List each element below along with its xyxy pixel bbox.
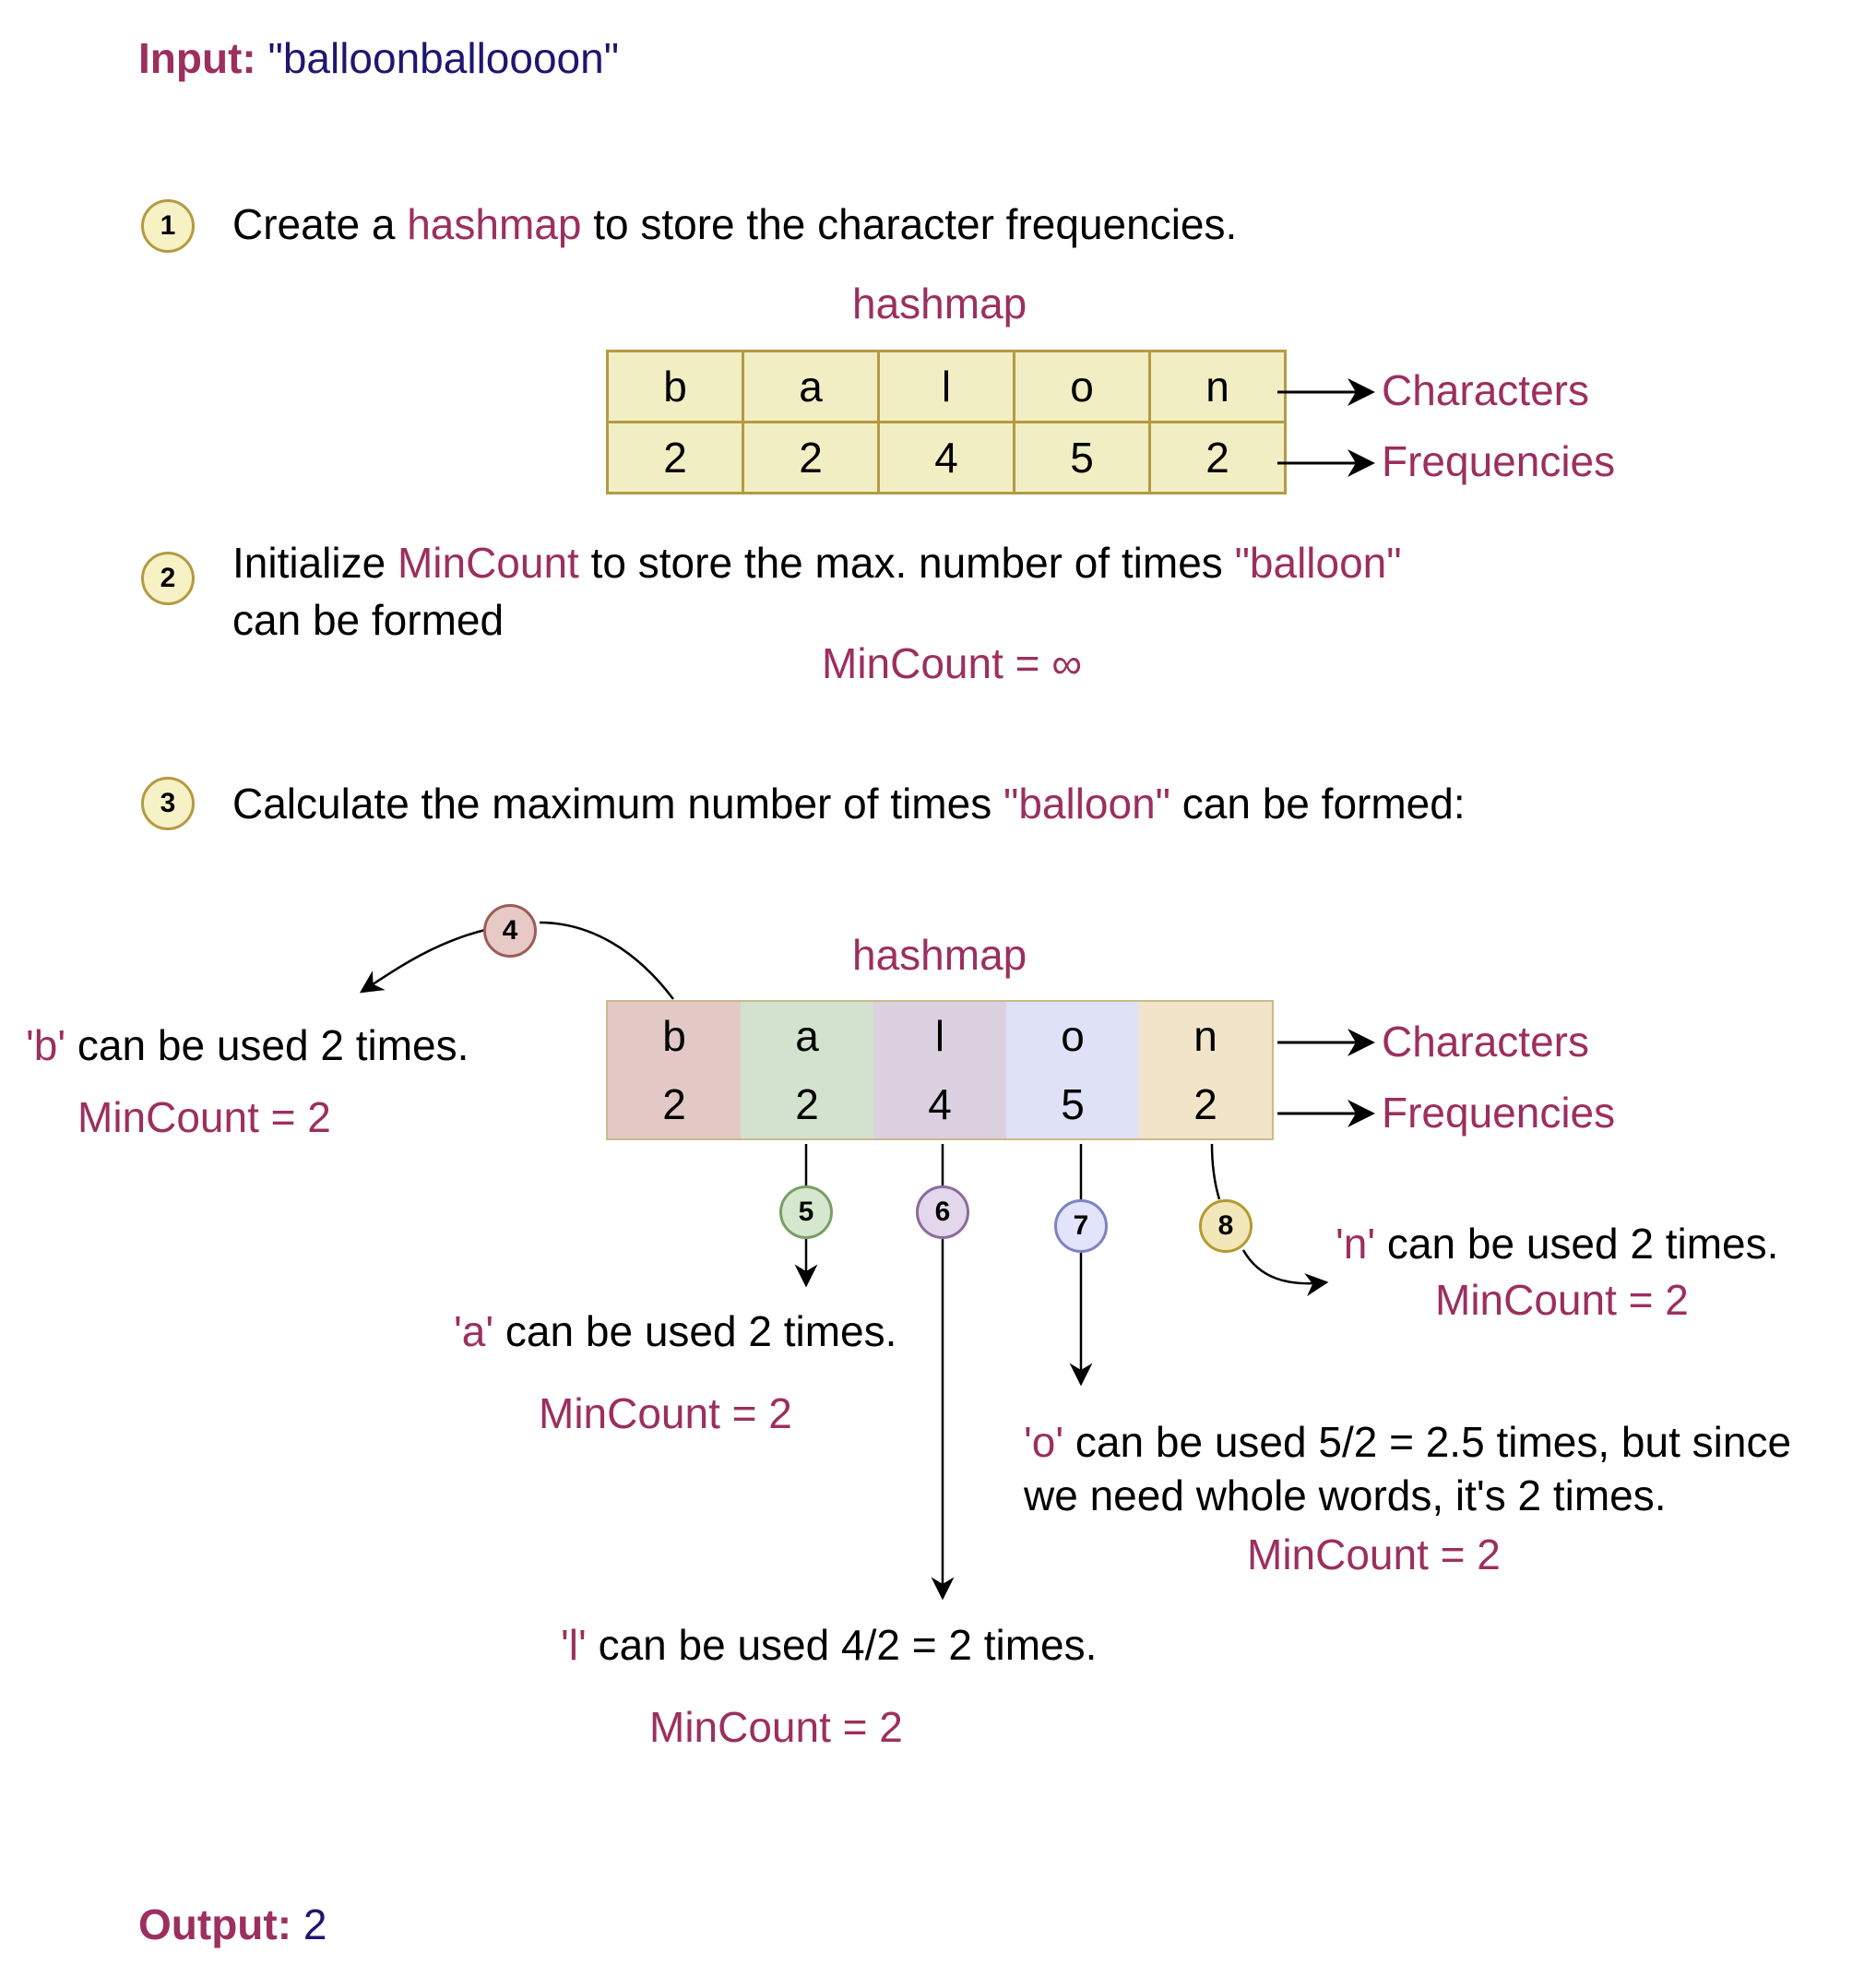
freq-cell: 2 (606, 421, 744, 494)
frequencies-label-2: Frequencies (1382, 1089, 1616, 1137)
frequencies-row: 2 2 4 5 2 (607, 1070, 1273, 1139)
freq-cell: 2 (1148, 421, 1287, 494)
note-n: 'n' can be used 2 times. (1336, 1222, 1778, 1265)
step-6-badge: 6 (916, 1185, 969, 1239)
arrow-n-top (1210, 1143, 1221, 1200)
frequencies-row: 2 2 4 5 2 (606, 421, 1287, 494)
step-2-badge: 2 (141, 552, 195, 605)
step-1-text-b: to store the character frequencies. (581, 200, 1238, 248)
input-line: Input: "balloonballoooon" (138, 37, 619, 79)
char-cell-n: n (1139, 1001, 1273, 1070)
step-3-highlight: "balloon" (1003, 780, 1170, 828)
freq-cell-a: 2 (741, 1070, 873, 1139)
step-4-badge: 4 (483, 904, 537, 958)
step-7-badge: 7 (1054, 1199, 1108, 1253)
step-2-text-a: Initialize (232, 539, 398, 587)
freq-cell-l: 4 (873, 1070, 1006, 1139)
step-3-text-a: Calculate the maximum number of times (232, 780, 1003, 828)
note-b-char: 'b' (26, 1021, 66, 1069)
note-l: 'l' can be used 4/2 = 2 times. (561, 1624, 1097, 1666)
note-o-line-2: we need whole words, it's 2 times. (1024, 1471, 1667, 1519)
freq-cell: 2 (742, 421, 880, 494)
characters-label-2: Characters (1382, 1018, 1589, 1066)
note-o: 'o' can be used 5/2 = 2.5 times, but sin… (1024, 1421, 1791, 1463)
step-2-text-b: to store the max. number of times (578, 539, 1235, 587)
step-1-text-a: Create a (232, 200, 408, 248)
note-o-text: can be used 5/2 = 2.5 times, but since (1063, 1418, 1792, 1466)
step-4-number: 4 (502, 915, 518, 946)
arrow-b (539, 921, 674, 1000)
note-b-mincount: MinCount = 2 (77, 1093, 331, 1141)
input-label: Input: (138, 34, 256, 82)
step-5-badge: 5 (779, 1185, 833, 1239)
hashmap-table-2: b a l o n 2 2 4 5 2 (606, 1000, 1274, 1140)
hashmap-title-1: hashmap (852, 280, 1027, 328)
note-l-text: can be used 4/2 = 2 times. (586, 1621, 1098, 1669)
char-cell: n (1148, 350, 1287, 423)
step-1-badge: 1 (141, 199, 195, 253)
note-b-text: can be used 2 times. (65, 1021, 469, 1069)
output-line: Output: 2 (138, 1903, 327, 1946)
freq-cell: 5 (1013, 421, 1151, 494)
hashmap-title-2: hashmap (852, 931, 1027, 979)
char-cell: o (1013, 350, 1151, 423)
note-n-mincount: MinCount = 2 (1435, 1276, 1689, 1324)
step-3-text: Calculate the maximum number of times "b… (232, 782, 1466, 825)
step-8-badge: 8 (1199, 1199, 1253, 1253)
hashmap-table-1: b a l o n 2 2 4 5 2 (606, 350, 1287, 494)
step-6-number: 6 (934, 1197, 951, 1227)
freq-cell-o: 5 (1006, 1070, 1139, 1139)
output-value: 2 (303, 1900, 327, 1948)
char-cell: b (606, 350, 744, 423)
characters-row: b a l o n (606, 350, 1287, 423)
note-o-char: 'o' (1024, 1418, 1064, 1466)
note-n-text: can be used 2 times. (1375, 1220, 1779, 1268)
arrow-b-2 (359, 928, 486, 994)
freq-cell: 4 (877, 421, 1015, 494)
step-2-line-2: can be formed (232, 596, 505, 644)
characters-row: b a l o n (607, 1001, 1273, 1070)
note-a-text: can be used 2 times. (493, 1307, 897, 1355)
char-cell-b: b (607, 1001, 741, 1070)
note-l-mincount: MinCount = 2 (649, 1703, 903, 1751)
char-cell: l (877, 350, 1015, 423)
char-cell-o: o (1006, 1001, 1139, 1070)
note-a: 'a' can be used 2 times. (454, 1310, 896, 1352)
step-2-text: Initialize MinCount to store the max. nu… (232, 542, 1402, 584)
step-2-highlight-2: "balloon" (1234, 539, 1402, 587)
step-7-number: 7 (1073, 1210, 1089, 1241)
step-2-number: 2 (160, 563, 176, 593)
step-8-number: 8 (1217, 1210, 1234, 1241)
frequencies-label-1: Frequencies (1382, 437, 1616, 485)
note-a-char: 'a' (454, 1307, 494, 1355)
freq-cell-b: 2 (607, 1070, 741, 1139)
step-2-highlight: MinCount (397, 539, 579, 587)
step-1-highlight: hashmap (407, 200, 582, 248)
arrow-n-bottom (1241, 1249, 1329, 1297)
note-o-mincount: MinCount = 2 (1247, 1530, 1501, 1578)
note-a-mincount: MinCount = 2 (539, 1389, 792, 1437)
step-5-number: 5 (798, 1197, 814, 1227)
note-l-char: 'l' (561, 1621, 587, 1669)
mincount-init: MinCount = ∞ (822, 639, 1083, 687)
step-3-number: 3 (160, 788, 176, 818)
input-value: "balloonballoooon" (267, 34, 620, 82)
char-cell-l: l (873, 1001, 1006, 1070)
characters-label-1: Characters (1382, 366, 1589, 414)
freq-cell-n: 2 (1139, 1070, 1273, 1139)
step-1-number: 1 (160, 210, 176, 241)
note-n-char: 'n' (1336, 1220, 1376, 1268)
output-label: Output: (138, 1900, 292, 1948)
step-3-badge: 3 (141, 777, 195, 830)
step-3-text-b: can be formed: (1170, 780, 1466, 828)
note-b: 'b' can be used 2 times. (26, 1024, 469, 1066)
char-cell-a: a (741, 1001, 873, 1070)
char-cell: a (742, 350, 880, 423)
step-1-text: Create a hashmap to store the character … (232, 203, 1237, 245)
